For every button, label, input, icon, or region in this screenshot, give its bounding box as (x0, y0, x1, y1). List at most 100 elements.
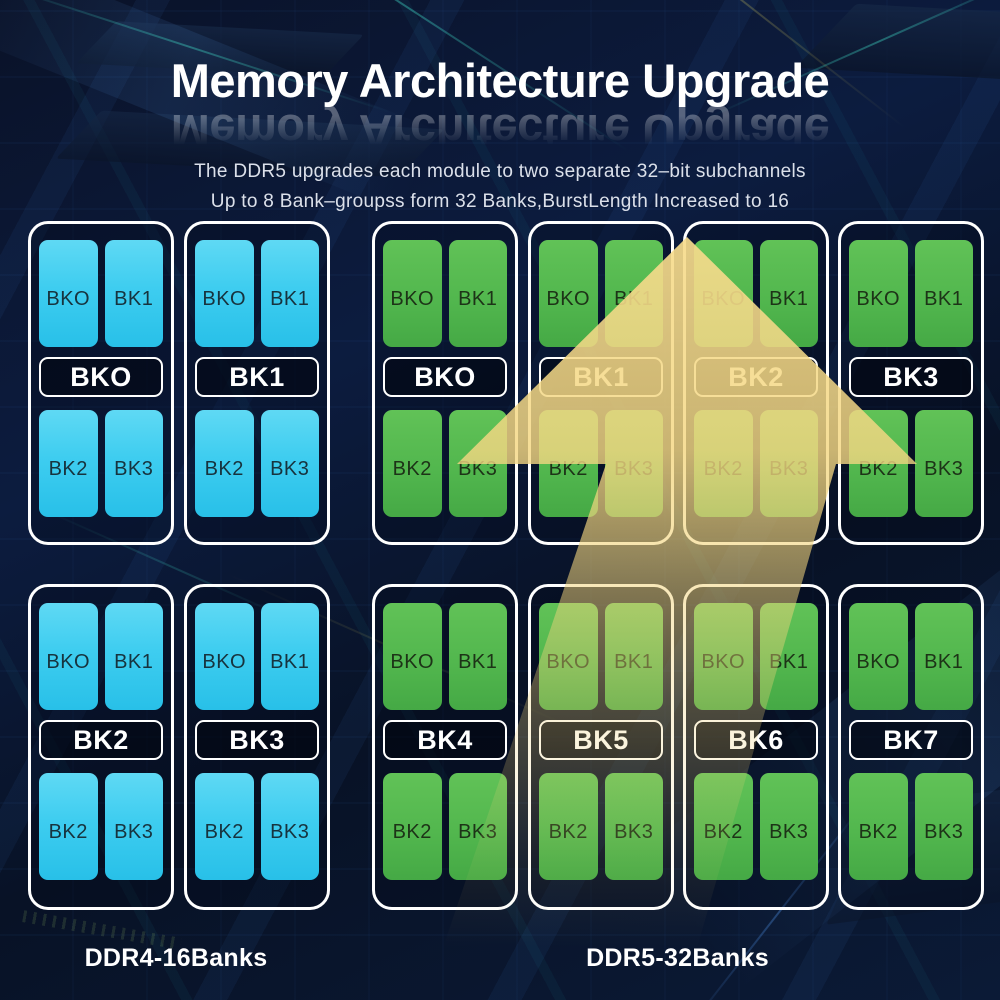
bank-chip: BK1 (104, 603, 163, 710)
chip-row: BKO BK1 (195, 603, 319, 710)
bank-chip: BK3 (104, 410, 163, 517)
bank-chip: BK3 (759, 410, 818, 517)
ddr5-group-bk4: BKO BK1 BK4 BK2 BK3 (372, 584, 518, 910)
page-title-reflection: Memory Architecture Upgrade (170, 105, 830, 158)
chip-row: BK2 BK3 (694, 410, 818, 517)
bank-chip: BK2 (383, 410, 442, 517)
bank-group-label-bar: BK3 (195, 720, 319, 760)
bank-chip-label: BK1 (769, 651, 809, 673)
bank-chip-label: BKO (856, 651, 901, 673)
bank-chip-label: BK3 (924, 821, 964, 843)
bank-chip: BKO (539, 603, 598, 710)
bank-group-label-bar: BKO (383, 357, 507, 397)
bank-group-label: BK3 (229, 724, 285, 755)
ddr5-group-bk1: BKO BK1 BK1 BK2 BK3 (528, 221, 674, 545)
ddr5-group-bk0: BKO BK1 BKO BK2 BK3 (372, 221, 518, 545)
bank-group-label-bar: BK1 (539, 357, 663, 397)
bank-chip: BK2 (849, 773, 908, 880)
bank-chip-label: BKO (46, 288, 91, 310)
bank-group-label: BK4 (417, 724, 473, 755)
bank-chip-label: BK3 (114, 458, 154, 480)
chip-row: BKO BK1 (195, 240, 319, 347)
bank-chip: BK3 (104, 773, 163, 880)
chip-row: BKO BK1 (539, 240, 663, 347)
bank-chip-label: BKO (390, 651, 435, 673)
bank-chip-label: BK1 (458, 651, 498, 673)
ddr4-caption: DDR4-16Banks (84, 944, 268, 972)
bank-chip: BK2 (39, 410, 98, 517)
bank-chip-label: BK2 (703, 821, 743, 843)
bank-chip-label: BK3 (270, 458, 310, 480)
bank-chip-label: BK2 (858, 821, 898, 843)
bank-group-label-bar: BK2 (694, 357, 818, 397)
bank-chip: BK1 (448, 240, 507, 347)
bank-chip: BK3 (260, 773, 319, 880)
bank-chip: BK1 (260, 240, 319, 347)
bank-group-label: BK1 (573, 361, 629, 392)
bank-group-label: BK2 (73, 724, 129, 755)
bank-chip: BK2 (383, 773, 442, 880)
bank-group-label: BK5 (573, 724, 629, 755)
bank-group-label-bar: BK5 (539, 720, 663, 760)
bank-chip-label: BK3 (458, 821, 498, 843)
bank-chip-label: BK2 (548, 821, 588, 843)
bank-chip-label: BK2 (204, 458, 244, 480)
bank-chip-label: BK3 (614, 458, 654, 480)
bank-group-label-bar: BK2 (39, 720, 163, 760)
bank-chip-label: BK1 (924, 651, 964, 673)
chip-row: BK2 BK3 (539, 773, 663, 880)
bank-group-label: BK7 (883, 724, 939, 755)
ddr4-group-bk3: BKO BK1 BK3 BK2 BK3 (184, 584, 330, 910)
bank-chip: BK3 (448, 773, 507, 880)
bank-chip-label: BK2 (548, 458, 588, 480)
subtitle-line-2: Up to 8 Bank–groupss form 32 Banks,Burst… (210, 191, 790, 212)
bank-chip: BKO (383, 240, 442, 347)
chip-row: BKO BK1 (849, 603, 973, 710)
chip-row: BKO BK1 (694, 603, 818, 710)
bank-chip: BKO (195, 603, 254, 710)
bank-chip-label: BK2 (392, 821, 432, 843)
bank-group-label-bar: BK7 (849, 720, 973, 760)
bank-chip-label: BK3 (270, 821, 310, 843)
bank-group-label: BK6 (728, 724, 784, 755)
bank-chip-label: BK1 (114, 288, 154, 310)
chip-row: BK2 BK3 (39, 410, 163, 517)
subtitle-line-1: The DDR5 upgrades each module to two sep… (194, 161, 806, 182)
bank-chip-label: BKO (202, 651, 247, 673)
bank-chip: BK2 (195, 773, 254, 880)
bank-chip: BK2 (539, 410, 598, 517)
bank-chip: BKO (849, 240, 908, 347)
ddr4-group-bk2: BKO BK1 BK2 BK2 BK3 (28, 584, 174, 910)
bank-chip: BKO (539, 240, 598, 347)
bank-chip-label: BKO (701, 651, 746, 673)
bank-chip-label: BK1 (270, 651, 310, 673)
bank-chip: BK1 (448, 603, 507, 710)
ddr5-caption: DDR5-32Banks (586, 944, 769, 972)
bank-chip: BK1 (604, 603, 663, 710)
bank-group-label: BK1 (229, 361, 285, 392)
bank-chip-label: BK3 (769, 458, 809, 480)
bank-chip: BK3 (448, 410, 507, 517)
bank-chip-label: BK2 (48, 821, 88, 843)
chip-row: BK2 BK3 (383, 773, 507, 880)
bank-chip: BKO (694, 240, 753, 347)
bank-chip: BK2 (195, 410, 254, 517)
chip-row: BK2 BK3 (39, 773, 163, 880)
bank-chip: BK3 (914, 410, 973, 517)
bank-chip: BK3 (759, 773, 818, 880)
bank-chip-label: BK1 (769, 288, 809, 310)
bank-chip: BK2 (849, 410, 908, 517)
chip-row: BK2 BK3 (539, 410, 663, 517)
bank-chip-label: BKO (46, 651, 91, 673)
bank-chip: BK1 (604, 240, 663, 347)
bank-chip-label: BK1 (614, 651, 654, 673)
bank-chip-label: BK1 (114, 651, 154, 673)
ddr5-group-bk2: BKO BK1 BK2 BK2 BK3 (683, 221, 829, 545)
ddr5-group-bk3: BKO BK1 BK3 BK2 BK3 (838, 221, 984, 545)
chip-row: BK2 BK3 (195, 410, 319, 517)
bank-group-label-bar: BKO (39, 357, 163, 397)
chip-row: BKO BK1 (383, 603, 507, 710)
bank-chip-label: BK2 (204, 821, 244, 843)
bank-group-label-bar: BK3 (849, 357, 973, 397)
bank-chip: BK1 (759, 603, 818, 710)
